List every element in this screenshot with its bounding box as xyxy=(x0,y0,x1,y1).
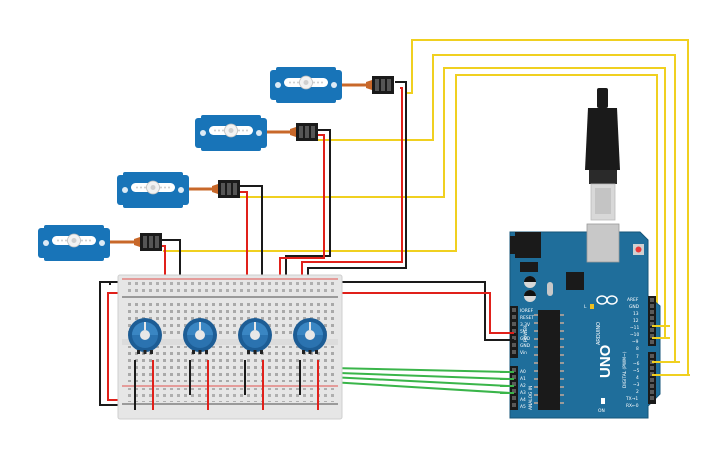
pin-label-rx: RX←0 xyxy=(626,403,639,409)
arduino-uno-board[interactable]: UNO ARDUINO DIGITAL (PWM~) POWER ANALOG … xyxy=(509,223,661,419)
pin-label-2: 2 xyxy=(636,389,639,395)
atmega-chip xyxy=(538,310,560,410)
servo-connector xyxy=(212,180,240,198)
on-led-label: ON xyxy=(598,408,605,414)
ground-wire-servo-4[interactable] xyxy=(155,239,181,283)
power-jack xyxy=(515,232,541,258)
analog-caption: ANALOG IN xyxy=(528,386,534,410)
ground-wire-servo-1[interactable] xyxy=(307,81,407,283)
power-wire-servo-2[interactable] xyxy=(279,134,325,283)
usb-jack xyxy=(586,223,620,263)
pin-label-gnd-2: GND xyxy=(520,343,531,349)
pin-label-7: 7 xyxy=(636,354,639,360)
pin-label-a0: A0 xyxy=(520,369,526,375)
pin-label-a3: A3 xyxy=(520,390,526,396)
ground-wire-servo-2[interactable] xyxy=(285,129,331,283)
ground-wire-servo-3[interactable] xyxy=(232,185,263,283)
pin-label-vin: Vin xyxy=(520,350,527,356)
pin-label-12: 12 xyxy=(633,318,639,324)
header-wire-ends xyxy=(500,325,690,394)
pin-label-a2: A2 xyxy=(520,383,526,389)
servo-motor-icon xyxy=(269,66,343,104)
breadboard[interactable] xyxy=(117,274,343,420)
pin-label-6: ~6 xyxy=(633,361,640,367)
arduino-infinity-logo xyxy=(596,295,618,305)
servo-motor-icon xyxy=(194,114,268,152)
pin-label-ioref: IOREF xyxy=(520,308,534,314)
led-l-label: L xyxy=(584,304,587,310)
rail-jumper-red-left[interactable] xyxy=(107,292,125,401)
servo-1[interactable] xyxy=(269,66,394,104)
digital-caption: DIGITAL (PWM~) xyxy=(622,351,628,388)
pin-label-reset: RESET xyxy=(520,315,534,321)
breadboard-jumpers xyxy=(134,360,319,410)
pin-label-9: ~9 xyxy=(632,339,639,345)
pin-label-5v: 5V xyxy=(520,329,526,335)
digital-header-bottom xyxy=(648,352,656,404)
pin-label-a4: A4 xyxy=(520,397,526,403)
servo-motor-icon xyxy=(37,224,111,262)
led-l xyxy=(590,304,594,309)
pin-label-5: ~5 xyxy=(633,368,640,374)
pin-label-3v3: 3.3V xyxy=(520,322,530,328)
board-brand-label: ARDUINO xyxy=(596,322,602,345)
pin-label-11: ~11 xyxy=(630,325,639,331)
pin-label-aref: AREF xyxy=(627,297,639,303)
pin-label-10: ~10 xyxy=(630,332,639,338)
pin-label-8: 8 xyxy=(636,346,639,352)
digital-header-top xyxy=(648,296,656,346)
on-led xyxy=(601,398,605,404)
pin-label-4: 4 xyxy=(636,375,639,381)
servo-connector xyxy=(290,123,318,141)
servo-2[interactable] xyxy=(194,114,318,152)
analog-header xyxy=(510,366,518,410)
servo-4[interactable] xyxy=(37,224,162,262)
servo-connector xyxy=(366,76,394,94)
pin-label-a1: A1 xyxy=(520,376,526,382)
board-model-label: UNO xyxy=(597,344,614,378)
pin-label-gnd: GND xyxy=(629,304,640,310)
servo-motor-icon xyxy=(116,171,190,209)
pin-label-tx: TX→1 xyxy=(625,396,638,402)
usb-cable-icon xyxy=(597,88,608,108)
power-wire-servo-3[interactable] xyxy=(236,191,248,283)
rail-jumper-black-left[interactable] xyxy=(99,281,120,406)
power-wire-servo-1[interactable] xyxy=(301,87,403,283)
pin-label-13: 13 xyxy=(633,311,639,317)
usb-cable[interactable] xyxy=(585,88,620,221)
servo-connector xyxy=(134,233,162,251)
pin-label-gnd-1: GND xyxy=(520,336,531,342)
power-caption: POWER xyxy=(523,326,529,342)
servo-3[interactable] xyxy=(116,171,240,209)
pin-label-a5: A5 xyxy=(520,404,526,410)
usb-chip xyxy=(566,272,584,290)
pin-label-3: ~3 xyxy=(633,382,640,388)
